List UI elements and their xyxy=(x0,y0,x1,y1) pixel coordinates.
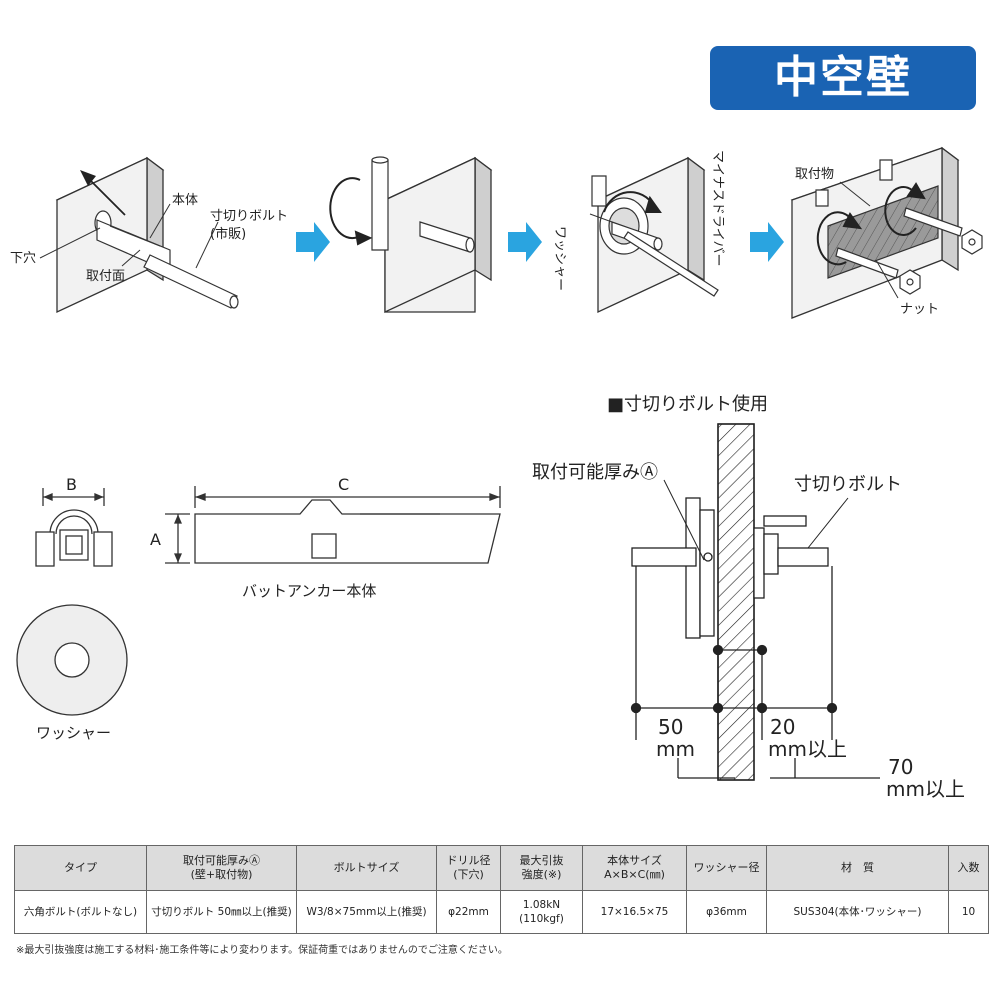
installation-drawing: 本体 寸切りボルト (市販) 下穴 取付面 xyxy=(10,146,983,801)
spec-header-material: 材 質 xyxy=(766,845,949,891)
step2-rotate-arrow xyxy=(329,177,373,246)
spec-cell-thickness: 寸切りボルト 50㎜以上(推奨) xyxy=(146,890,297,934)
spec-header-row: タイプ 取付可能厚みⒶ(壁+取付物) ボルトサイズ ドリル径(下穴) 最大引抜強… xyxy=(14,845,989,891)
section-label-bolt: 寸切りボルト xyxy=(794,474,902,495)
title-badge: 中空壁 xyxy=(710,46,976,110)
step2-anchor xyxy=(371,156,475,253)
dim-20-unit: mm以上 xyxy=(768,737,847,761)
section-anchor-assembly xyxy=(631,497,829,639)
spec-header-bolt-size: ボルトサイズ xyxy=(296,845,437,891)
step1-anchor xyxy=(94,210,239,309)
spec-cell-material: SUS304(本体･ワッシャー) xyxy=(766,890,949,934)
dim-b-label: B xyxy=(66,475,77,494)
spec-header-drill: ドリル径(下穴) xyxy=(436,845,501,891)
section-dimension-lines xyxy=(630,566,880,779)
section-heading: ■寸切りボルト使用 xyxy=(607,394,768,415)
step4-label-nut: ナット xyxy=(900,302,939,317)
spec-cell-bolt-size: W3/8×75mm以上(推奨) xyxy=(296,890,437,934)
spec-header-washer: ワッシャー径 xyxy=(686,845,767,891)
flow-arrow-2 xyxy=(508,222,542,262)
spec-cell-type: 六角ボルト(ボルトなし) xyxy=(14,890,147,934)
step1-label-sunkiri: 寸切りボルト xyxy=(210,209,288,224)
spec-cell-body-size: 17×16.5×75 xyxy=(582,890,687,934)
section-label-thickness: 取付可能厚みⒶ xyxy=(532,462,658,483)
flow-arrow-3 xyxy=(750,222,784,262)
dim-50-value: 50 xyxy=(658,715,683,739)
step3-rotate-arrow xyxy=(603,191,662,213)
dim-50-unit: mm xyxy=(656,737,695,761)
flow-arrow-1 xyxy=(296,222,330,262)
dim-a-label: A xyxy=(150,530,161,549)
step1-label-shihan: (市販) xyxy=(210,226,246,242)
step1-label-toritsuke-men: 取付面 xyxy=(86,269,125,284)
section-wall xyxy=(717,423,755,781)
step4-nuts xyxy=(899,229,983,295)
washer-caption: ワッシャー xyxy=(36,724,111,742)
step1-pull-arrow xyxy=(80,170,126,216)
spec-cell-washer: φ36mm xyxy=(686,890,767,934)
spec-header-type: タイプ xyxy=(14,845,147,891)
anchor-side-view xyxy=(165,486,501,564)
step3-label-driver: マイナスドライバー xyxy=(710,150,725,266)
step4-rotate-arrows xyxy=(816,182,926,266)
step3-label-washer: ワッシャー xyxy=(552,226,567,291)
spec-header-quantity: 入数 xyxy=(948,845,989,891)
dim-c-label: C xyxy=(338,475,349,494)
anchor-end-view xyxy=(35,488,113,567)
spec-cell-quantity: 10 xyxy=(948,890,989,934)
footnote: ※最大引抜強度は施工する材料･施工条件等により変わります。保証荷重ではありません… xyxy=(16,945,508,956)
spec-header-thickness: 取付可能厚みⒶ(壁+取付物) xyxy=(146,845,297,891)
step3-driver xyxy=(623,231,719,297)
step1-label-shitaana: 下穴 xyxy=(10,251,36,266)
dim-70-unit: mm以上 xyxy=(886,777,965,801)
washer-drawing xyxy=(16,604,128,716)
step4-label-toritsuke-butsu: 取付物 xyxy=(795,167,834,182)
spec-table: タイプ 取付可能厚みⒶ(壁+取付物) ボルトサイズ ドリル径(下穴) 最大引抜強… xyxy=(14,845,989,934)
body-caption: バットアンカー本体 xyxy=(242,582,376,600)
step1-label-honntai: 本体 xyxy=(172,193,198,208)
dim-70-value: 70 xyxy=(888,755,913,779)
spec-cell-strength: 1.08kN(110kgf) xyxy=(500,890,583,934)
spec-cell-drill: φ22mm xyxy=(436,890,501,934)
dim-20-value: 20 xyxy=(770,715,795,739)
spec-data-row: 六角ボルト(ボルトなし) 寸切りボルト 50㎜以上(推奨) W3/8×75mm以… xyxy=(14,890,989,934)
spec-header-strength: 最大引抜強度(※) xyxy=(500,845,583,891)
